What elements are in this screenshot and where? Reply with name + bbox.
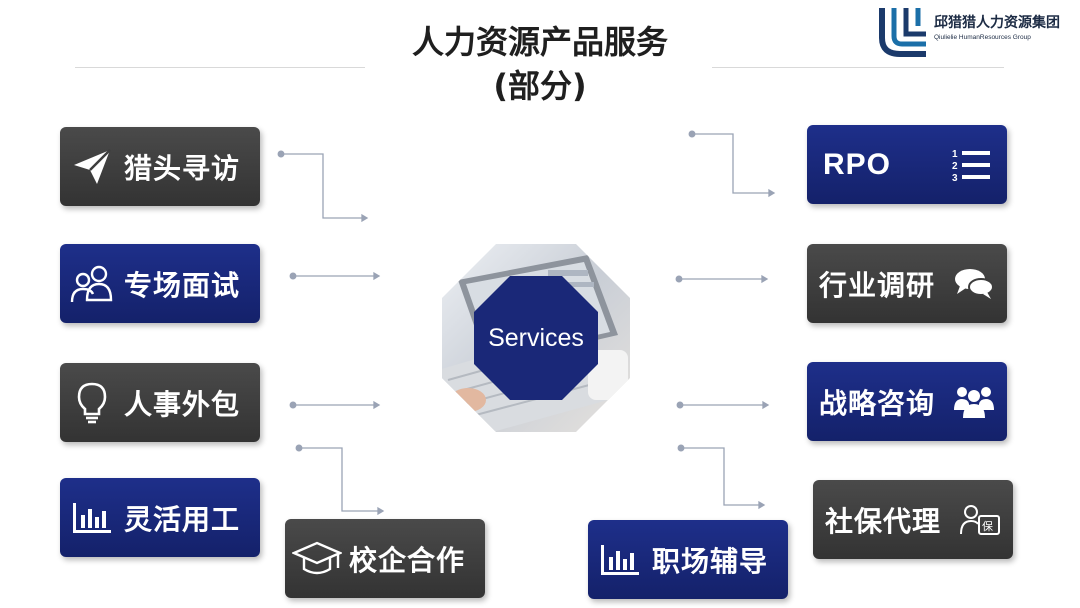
chat-bubbles-icon (951, 267, 997, 301)
svg-text:1: 1 (952, 149, 958, 160)
title-divider-right (712, 67, 1004, 68)
svg-text:3: 3 (952, 173, 958, 183)
lightbulb-icon (66, 381, 118, 425)
service-industry-research[interactable]: 行业调研 (807, 244, 1007, 323)
service-headhunting[interactable]: 猎头寻访 (60, 127, 260, 206)
svg-text:2: 2 (952, 161, 958, 172)
users-icon (66, 264, 118, 304)
logo-subtitle: Qiulielie HumanResources Group (934, 34, 1031, 41)
service-strategy-consulting[interactable]: 战略咨询 (807, 362, 1007, 441)
service-label: 校企合作 (349, 543, 466, 577)
logo-name: 邱猎猎人力资源集团 (934, 15, 1060, 31)
services-center-graphic: Services (438, 240, 634, 436)
title-divider-left (75, 67, 365, 68)
service-rpo[interactable]: RPO 1 2 3 (807, 125, 1007, 204)
title-line-2: (部分) (493, 67, 587, 105)
title-line-1: 人力资源产品服务 (411, 23, 668, 61)
service-label: 职场辅导 (652, 544, 769, 578)
graduation-cap-icon (289, 540, 345, 578)
svg-text:保: 保 (982, 519, 993, 533)
service-career-coaching[interactable]: 职场辅导 (588, 520, 788, 599)
service-label: 行业调研 (819, 268, 936, 302)
service-label: 专场面试 (124, 268, 241, 302)
service-label: RPO (823, 147, 892, 181)
service-school-enterprise[interactable]: 校企合作 (285, 519, 485, 598)
service-label: 人事外包 (124, 387, 241, 421)
logo-mark-icon (879, 8, 926, 57)
services-label: Services (488, 323, 584, 352)
service-label: 战略咨询 (819, 386, 936, 420)
group-icon (951, 384, 997, 420)
insurance-person-icon: 保 (957, 502, 1003, 538)
service-onsite-interview[interactable]: 专场面试 (60, 244, 260, 323)
service-hr-outsourcing[interactable]: 人事外包 (60, 363, 260, 442)
service-label: 猎头寻访 (124, 151, 241, 185)
page-title: 人力资源产品服务 (部分) (340, 20, 740, 108)
service-social-insurance-agency[interactable]: 社保代理 保 (813, 480, 1013, 559)
service-flexible-staffing[interactable]: 灵活用工 (60, 478, 260, 557)
bar-chart-icon (594, 543, 646, 577)
service-label: 灵活用工 (124, 502, 241, 536)
numbered-list-icon: 1 2 3 (949, 147, 995, 183)
service-label: 社保代理 (825, 504, 942, 538)
paper-plane-icon (66, 147, 118, 187)
bar-chart-icon (66, 501, 118, 535)
company-logo (878, 4, 930, 62)
services-badge (442, 244, 630, 432)
